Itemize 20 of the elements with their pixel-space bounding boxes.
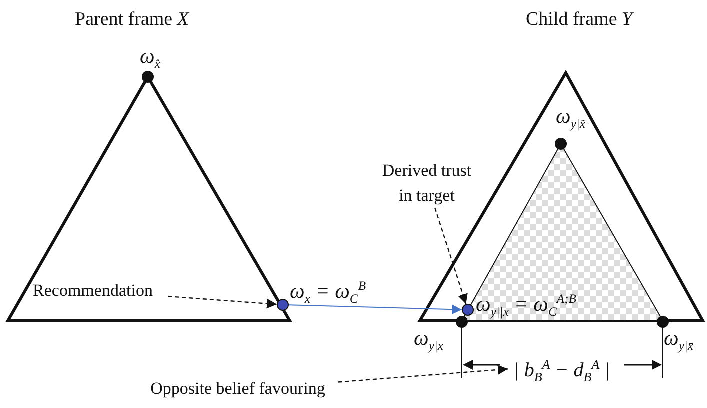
text-label: Recommendation xyxy=(32,280,154,302)
point-dot xyxy=(462,304,474,316)
point-dot xyxy=(555,138,567,150)
leader-arrow xyxy=(168,296,278,309)
leader-arrow xyxy=(434,208,468,304)
point-dot xyxy=(657,316,669,328)
text-label: Derived trust in target xyxy=(381,160,473,207)
vertex-label: ω$_{y|x̃}$ xyxy=(556,104,586,134)
leader-arrow xyxy=(338,364,508,383)
vertex-label: ω$_{y|x̄}$ xyxy=(664,326,694,356)
frame-title: Child frame Y xyxy=(526,8,633,32)
vertex-label: ω$_{x̂}$ xyxy=(140,44,160,74)
text-label: Opposite belief favouring xyxy=(150,378,326,400)
vertex-label: ω$_{y|x}$ xyxy=(414,326,444,356)
point-dot xyxy=(456,316,468,328)
arrow xyxy=(288,304,462,315)
point-dot xyxy=(142,71,154,83)
point-dot xyxy=(277,299,289,311)
text-label: | b$_{B}$$^{A}$ − d$_{B}$$^{A}$ | xyxy=(512,356,612,387)
frame-title: Parent frame X xyxy=(75,8,189,32)
